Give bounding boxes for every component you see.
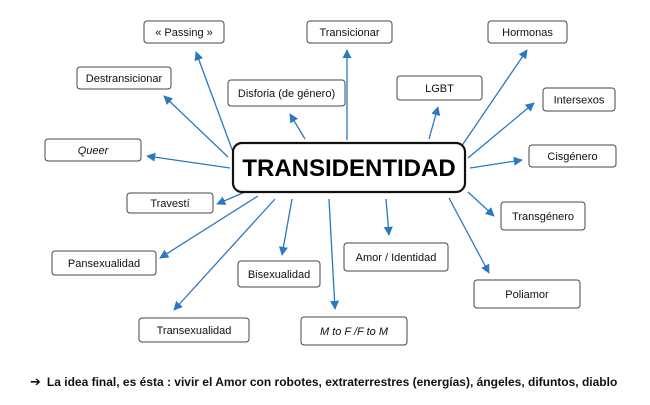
nodes: « Passing » Transicionar HormonasDestransi… (44, 20, 617, 346)
arrow-intersexos (467, 102, 535, 159)
node-box-transgenero (500, 201, 586, 231)
arrow-transgenero (467, 191, 495, 217)
node-box-bisexualidad (237, 260, 321, 288)
center-node-box (231, 141, 467, 194)
node-passing: « Passing » (143, 20, 225, 44)
node-amor: Amor / Identidad (343, 242, 449, 272)
arrow-cisgenero (469, 156, 523, 169)
arrow-right-icon: ➔ (30, 374, 41, 389)
node-cisgenero: Cisgénero (528, 144, 617, 168)
node-label-transexualidad: Transexualidad (157, 325, 232, 337)
node-label-intersexos: Intersexos (554, 95, 605, 107)
node-label-hormonas: Hormonas (502, 27, 553, 39)
node-label-travesti: Travestí (150, 198, 189, 210)
node-box-hormonas (487, 20, 568, 44)
node-box-queer (44, 138, 142, 162)
node-box-mtof (300, 316, 408, 346)
node-label-amor: Amor / Identidad (356, 252, 437, 264)
footer-note: ➔ La idea final, es ésta : vivir el Amor … (30, 374, 630, 390)
arrow-disforia (289, 113, 306, 140)
node-box-poliamor (473, 279, 581, 309)
arrow-bisexualidad (278, 198, 293, 256)
node-intersexos: Intersexos (542, 87, 616, 112)
center-node-label: TRANSIDENTIDAD (242, 155, 455, 182)
arrow-destransicionar (163, 95, 229, 158)
node-hormonas: Hormonas (487, 20, 568, 44)
node-box-pansexualidad (51, 250, 157, 276)
node-box-lgbt (396, 75, 483, 101)
arrow-travesti (216, 191, 246, 205)
node-transicionar: Transicionar (306, 20, 393, 44)
node-label-poliamor: Poliamor (505, 289, 549, 301)
arrow-mtof (328, 198, 340, 310)
arrow-poliamor (448, 197, 490, 274)
node-transexualidad: Transexualidad (138, 317, 250, 343)
node-box-transicionar (306, 20, 393, 44)
arrow-hormonas (460, 49, 528, 148)
node-label-transicionar: Transicionar (319, 27, 379, 39)
arrow-queer (146, 152, 231, 169)
node-box-passing (143, 20, 225, 44)
node-box-transexualidad (138, 317, 250, 343)
node-lgbt: LGBT (396, 75, 483, 101)
node-label-transgenero: Transgénero (512, 211, 574, 223)
node-label-disforia: Disforia (de género) (238, 88, 335, 100)
node-box-disforia (227, 79, 346, 107)
arrow-transexualidad (173, 198, 276, 311)
node-box-amor (343, 242, 449, 272)
node-travesti: Travestí (126, 192, 214, 214)
footer-text: La idea final, es ésta : vivir el Amor c… (46, 375, 618, 389)
arrow-pansexualidad (159, 195, 259, 259)
node-label-lgbt: LGBT (425, 83, 454, 95)
node-poliamor: Poliamor (473, 279, 581, 309)
node-queer: Queer (44, 138, 142, 162)
node-box-travesti (126, 192, 214, 214)
node-transgenero: Transgénero (500, 201, 586, 231)
node-label-bisexualidad: Bisexualidad (248, 269, 310, 281)
node-label-passing: « Passing » (155, 27, 212, 39)
node-destransicionar: Destransicionar (76, 66, 172, 90)
node-label-cisgenero: Cisgénero (547, 151, 597, 163)
node-box-cisgenero (528, 144, 617, 168)
node-pansexualidad: Pansexualidad (51, 250, 157, 276)
node-label-pansexualidad: Pansexualidad (68, 258, 140, 270)
node-box-intersexos (542, 87, 616, 112)
node-disforia: Disforia (de género) (227, 79, 346, 107)
node-box-destransicionar (76, 66, 172, 90)
connectors (146, 49, 535, 311)
arrow-lgbt (428, 106, 441, 140)
node-bisexualidad: Bisexualidad (237, 260, 321, 288)
node-label-mtof: M to F /F to M (320, 326, 389, 338)
center-node: TRANSIDENTIDAD (231, 141, 467, 194)
arrow-amor (383, 198, 393, 236)
arrow-passing (194, 51, 234, 153)
node-label-queer: Queer (78, 145, 110, 157)
node-label-destransicionar: Destransicionar (86, 73, 163, 85)
node-mtof: M to F /F to M (300, 316, 408, 346)
